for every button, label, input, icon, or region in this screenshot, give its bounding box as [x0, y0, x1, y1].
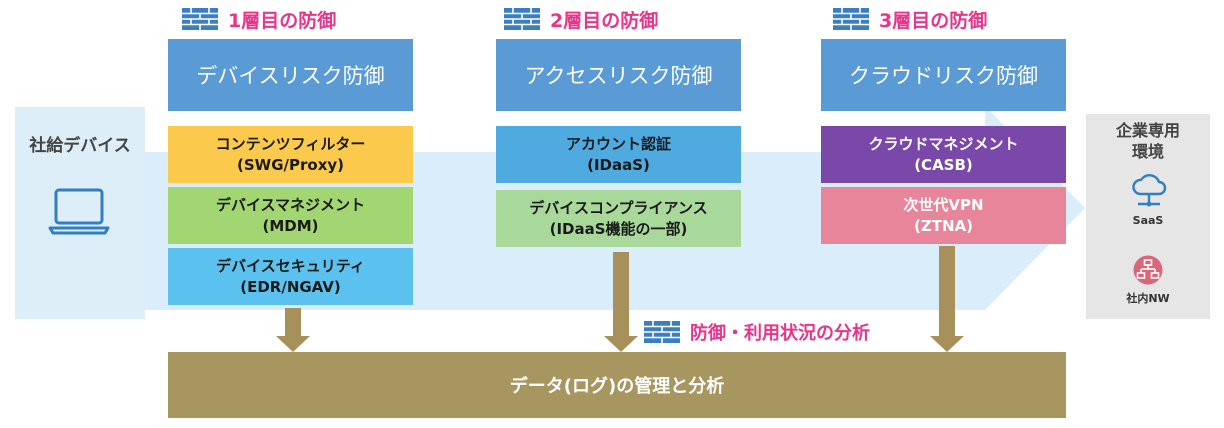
- item-name: クラウドマネジメント: [868, 134, 1019, 153]
- item-content-filter: コンテンツフィルター (SWG/Proxy): [168, 126, 413, 183]
- item-cloud-management: クラウドマネジメント (CASB): [821, 126, 1066, 183]
- enterprise-panel: 企業専用 環境 SaaS 社内NW: [1086, 114, 1210, 319]
- firewall-icon: [833, 8, 869, 30]
- category-access-risk: アクセスリスク防御: [496, 39, 741, 111]
- category-cloud-risk: クラウドリスク防御: [821, 39, 1066, 111]
- firewall-icon: [644, 321, 680, 343]
- laptop-icon: [48, 188, 110, 235]
- layer-title-1: 1層目の防御: [182, 6, 336, 32]
- item-next-gen-vpn: 次世代VPN (ZTNA): [821, 187, 1066, 244]
- internal-network-label: 社内NW: [1126, 292, 1170, 305]
- layer-title-text: 1層目の防御: [228, 9, 337, 32]
- down-arrow-1: [276, 308, 310, 352]
- item-device-security: デバイスセキュリティ (EDR/NGAV): [168, 248, 413, 305]
- enterprise-title-line2: 環境: [1131, 142, 1164, 161]
- item-name: デバイスコンプライアンス: [529, 198, 708, 217]
- item-sub: (MDM): [262, 216, 319, 235]
- enterprise-title-line1: 企業専用: [1115, 121, 1180, 140]
- item-sub: (EDR/NGAV): [240, 277, 341, 296]
- item-sub: (ZTNA): [914, 216, 973, 235]
- item-device-compliance: デバイスコンプライアンス (IDaaS機能の一部): [496, 190, 741, 247]
- cloud-icon: [1132, 174, 1167, 207]
- item-device-management: デバイスマネジメント (MDM): [168, 187, 413, 244]
- item-sub: (IDaaS機能の一部): [549, 219, 688, 238]
- down-arrow-2: [604, 252, 638, 352]
- item-name: アカウント認証: [565, 134, 671, 153]
- layer-title-3: 3層目の防御: [833, 6, 987, 32]
- device-panel: 社給デバイス: [15, 107, 145, 319]
- item-name: デバイスセキュリティ: [216, 256, 365, 275]
- category-device-risk: デバイスリスク防御: [168, 39, 413, 111]
- saas-label: SaaS: [1132, 214, 1164, 227]
- item-sub: (IDaaS): [587, 155, 650, 174]
- layer-title-2: 2層目の防御: [504, 6, 658, 32]
- down-arrow-3: [930, 246, 964, 352]
- log-management-bar: データ(ログ)の管理と分析: [168, 352, 1066, 418]
- item-name: 次世代VPN: [903, 195, 984, 214]
- network-icon: [1133, 255, 1163, 285]
- layer-title-text: 3層目の防御: [879, 9, 988, 32]
- device-label: 社給デバイス: [29, 136, 131, 156]
- item-sub: (CASB): [914, 155, 973, 174]
- firewall-icon: [182, 8, 218, 30]
- item-sub: (SWG/Proxy): [237, 155, 344, 174]
- item-account-auth: アカウント認証 (IDaaS): [496, 126, 741, 183]
- item-name: コンテンツフィルター: [215, 134, 366, 153]
- enterprise-title: 企業専用 環境: [1086, 120, 1210, 162]
- layer-title-text: 2層目の防御: [550, 9, 659, 32]
- analysis-text: 防御・利用状況の分析: [690, 323, 870, 344]
- item-name: デバイスマネジメント: [215, 195, 366, 214]
- analysis-label: 防御・利用状況の分析: [644, 318, 870, 346]
- firewall-icon: [504, 8, 540, 30]
